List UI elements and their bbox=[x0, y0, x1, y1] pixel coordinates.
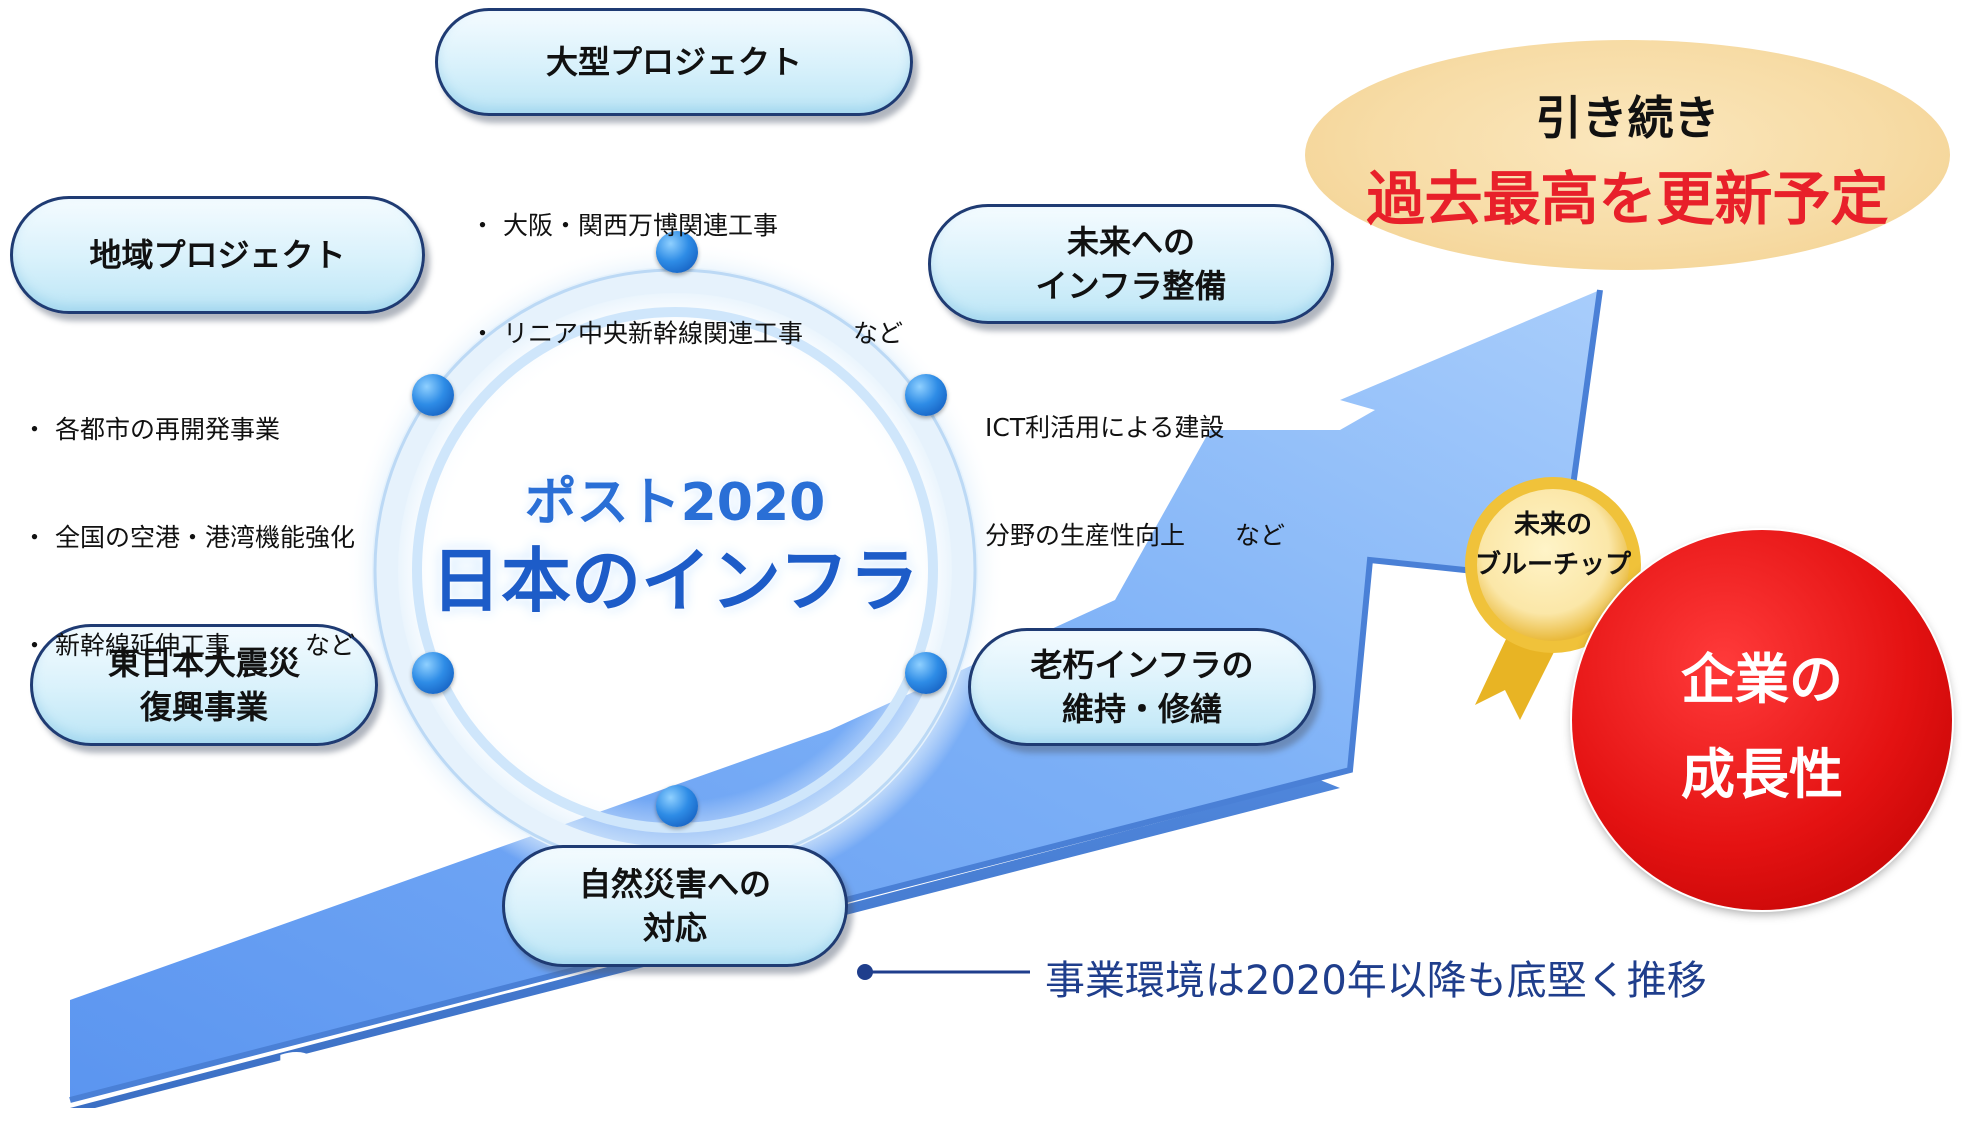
note-large-project-item-1: ・ 大阪・関西万博関連工事 bbox=[470, 211, 778, 240]
ring-node-bottom bbox=[656, 785, 698, 827]
infra-ring-inner bbox=[412, 307, 938, 833]
pill-large-project-label: 大型プロジェクト bbox=[545, 43, 802, 81]
ring-node-lower-right bbox=[905, 652, 947, 694]
note-future-infra-item-2: 分野の生産性向上 など bbox=[985, 521, 1286, 550]
pill-large-project: 大型プロジェクト bbox=[435, 8, 913, 116]
pill-aging-infra-line1: 老朽インフラの bbox=[1030, 646, 1254, 684]
pill-future-infra-line1: 未来への bbox=[1066, 223, 1195, 261]
note-large-project-item-2: ・ リニア中央新幹線関連工事 など bbox=[470, 319, 903, 348]
caption-connector-dot bbox=[857, 964, 873, 980]
pill-reconstruction-line1: 東日本大震災 bbox=[107, 644, 300, 682]
growth-circle: 企業の 成長性 bbox=[1572, 530, 1952, 910]
arrow-caption: 事業環境は2020年以降も底堅く推移 bbox=[1045, 958, 1707, 1004]
arrow-year-label: 2020年 bbox=[275, 1040, 525, 1117]
pill-regional-project-label: 地域プロジェクト bbox=[89, 236, 346, 274]
center-subtitle: ポスト2020 bbox=[524, 473, 826, 533]
pill-reconstruction: 東日本大震災 復興事業 bbox=[30, 624, 378, 746]
note-regional-project-item-3: ・ 新幹線延伸工事 など bbox=[22, 631, 355, 660]
note-regional-project-item-1: ・ 各都市の再開発事業 bbox=[22, 415, 280, 444]
goal-ellipse: 引き続き 過去最高を更新予定 bbox=[1305, 40, 1950, 270]
pill-regional-project: 地域プロジェクト bbox=[10, 196, 425, 314]
growth-line2: 成長性 bbox=[1681, 743, 1843, 806]
center-title: 日本のインフラ bbox=[431, 540, 919, 622]
pill-future-infra: 未来への インフラ整備 bbox=[928, 204, 1334, 324]
note-regional-project-item-2: ・ 全国の空港・港湾機能強化 bbox=[22, 523, 355, 552]
note-future-infra-item-1: ICT利活用による建設 bbox=[985, 413, 1225, 442]
ring-node-top bbox=[656, 231, 698, 273]
goal-line2: 過去最高を更新予定 bbox=[1366, 165, 1889, 233]
pill-disaster-line1: 自然災害への bbox=[578, 865, 771, 903]
note-future-infra: ICT利活用による建設 分野の生産性向上 など bbox=[985, 338, 1285, 590]
infra-ring-glow bbox=[345, 240, 1005, 900]
medal-line1: 未来の bbox=[1513, 510, 1592, 540]
ring-node-upper-right bbox=[905, 374, 947, 416]
pill-disaster-line2: 対応 bbox=[642, 909, 707, 947]
pill-future-infra-line2: インフラ整備 bbox=[1035, 267, 1227, 305]
growth-line1: 企業の bbox=[1681, 648, 1843, 711]
growth-arrow bbox=[70, 290, 1600, 1100]
medal-disc-inner bbox=[1477, 489, 1629, 641]
pill-aging-infra: 老朽インフラの 維持・修繕 bbox=[968, 628, 1316, 746]
note-regional-project: ・ 各都市の再開発事業 ・ 全国の空港・港湾機能強化 ・ 新幹線延伸工事 など bbox=[22, 340, 355, 700]
ring-node-lower-left bbox=[412, 652, 454, 694]
medal-line2: ブルーチップ bbox=[1474, 550, 1631, 580]
note-large-project: ・ 大阪・関西万博関連工事 ・ リニア中央新幹線関連工事 など bbox=[470, 136, 903, 388]
medal-label: 未来の ブルーチップ bbox=[1468, 505, 1638, 585]
ring-node-upper-left bbox=[412, 374, 454, 416]
pill-disaster: 自然災害への 対応 bbox=[502, 845, 848, 967]
goal-line1: 引き続き bbox=[1535, 91, 1720, 145]
pill-reconstruction-line2: 復興事業 bbox=[139, 688, 268, 726]
pill-aging-infra-line2: 維持・修繕 bbox=[1061, 690, 1222, 728]
